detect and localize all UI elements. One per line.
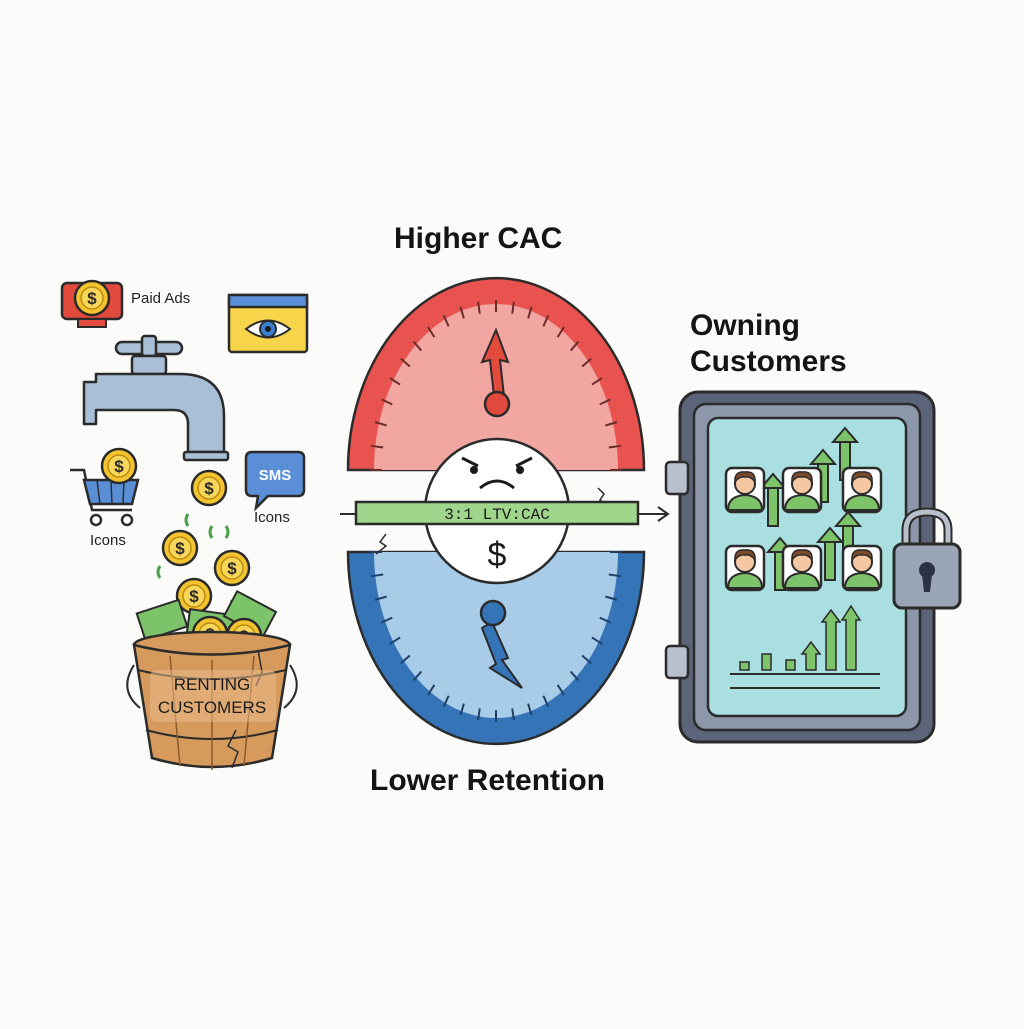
- gauge-tick: [374, 421, 387, 427]
- gauge-tick: [556, 684, 565, 696]
- gauge-tick: [477, 301, 481, 314]
- bottom-gauge-ticks: [370, 551, 622, 722]
- top-gauge-label: Higher CAC: [394, 222, 563, 255]
- bucket-label-line1: RENTING: [174, 675, 251, 694]
- gauge-tick: [442, 314, 450, 327]
- money-screen-icon: [60, 279, 124, 328]
- top-needle: [480, 327, 511, 418]
- gauge-tick: [427, 326, 436, 338]
- gauge-tick: [605, 421, 618, 427]
- icons-label-right: Icons: [254, 509, 290, 526]
- gauge-tick: [380, 398, 393, 406]
- bottom-gauge-label: Lower Retention: [370, 764, 606, 797]
- person-icon: [841, 544, 883, 592]
- person-icon: [841, 466, 883, 514]
- top-gauge-ticks: [370, 300, 622, 471]
- eye-browser-icon: [227, 293, 309, 354]
- person-icon: [781, 466, 823, 514]
- person-icon: [724, 544, 766, 592]
- coin-icon: [213, 549, 251, 587]
- sms-label: SMS: [259, 467, 292, 484]
- ratio-band: 3:1 LTV:CAC: [340, 500, 670, 526]
- gauge-tick: [371, 444, 384, 449]
- gauge-tick: [608, 444, 621, 449]
- dollar-sign: $: [488, 536, 507, 574]
- owning-title-line1: Owning: [690, 309, 800, 342]
- owning-title: Owning Customers: [690, 308, 847, 380]
- gauge-tick: [389, 636, 401, 645]
- gauge-tick: [412, 340, 423, 352]
- gauge-tick: [400, 654, 411, 665]
- angry-face-icon: [461, 456, 533, 490]
- gauge-tick: [569, 670, 580, 682]
- crack-mark: [375, 533, 388, 555]
- gauge-tick: [380, 616, 393, 624]
- shopping-cart-icon: [70, 447, 140, 527]
- gauge-tick: [459, 306, 465, 319]
- gauge-tick: [608, 573, 621, 578]
- gauge-tick: [459, 703, 465, 716]
- gauge-tick: [591, 377, 603, 386]
- gauge-tick: [599, 398, 612, 406]
- gauge-tick: [569, 340, 580, 352]
- gauge-tick: [581, 654, 592, 665]
- gauge-tick: [591, 636, 603, 645]
- person-icon: [724, 466, 766, 514]
- gauge-tick: [400, 357, 411, 368]
- paid-ads-label: Paid Ads: [131, 290, 191, 307]
- cash-bucket-icon: RENTING CUSTOMERS: [126, 589, 298, 770]
- gauge-tick: [556, 326, 565, 338]
- gauge-tick: [442, 695, 450, 708]
- gauge-tick: [527, 703, 533, 716]
- bucket-label-line2: CUSTOMERS: [158, 698, 266, 717]
- gauge-tick: [389, 377, 401, 386]
- ratio-label: 3:1 LTV:CAC: [444, 506, 550, 524]
- gauge-tick: [427, 684, 436, 696]
- gauge-tick: [511, 708, 515, 721]
- padlock-icon: [892, 507, 962, 610]
- gauge-tick: [542, 314, 550, 327]
- person-icon: [781, 544, 823, 592]
- coin-icon: [161, 529, 199, 567]
- gauge-tick: [527, 306, 533, 319]
- gauge-tick: [542, 695, 550, 708]
- coin-icon: [190, 469, 228, 507]
- gauge-tick: [605, 595, 618, 601]
- gauge-tick: [477, 708, 481, 721]
- gauge-tick: [412, 670, 423, 682]
- bar-chart-icon: [730, 604, 880, 689]
- gauge-tick: [581, 357, 592, 368]
- gauge-tick: [599, 616, 612, 624]
- faucet-icon: [82, 334, 230, 462]
- bottom-needle: [479, 599, 523, 689]
- gauge-tick: [511, 301, 515, 314]
- icons-label-left: Icons: [90, 532, 126, 549]
- gauge-tick: [374, 595, 387, 601]
- falling-coins: [156, 469, 251, 615]
- gauge-tick: [371, 573, 384, 578]
- owning-title-line2: Customers: [690, 345, 847, 378]
- sms-bubble-icon: SMS: [244, 450, 306, 512]
